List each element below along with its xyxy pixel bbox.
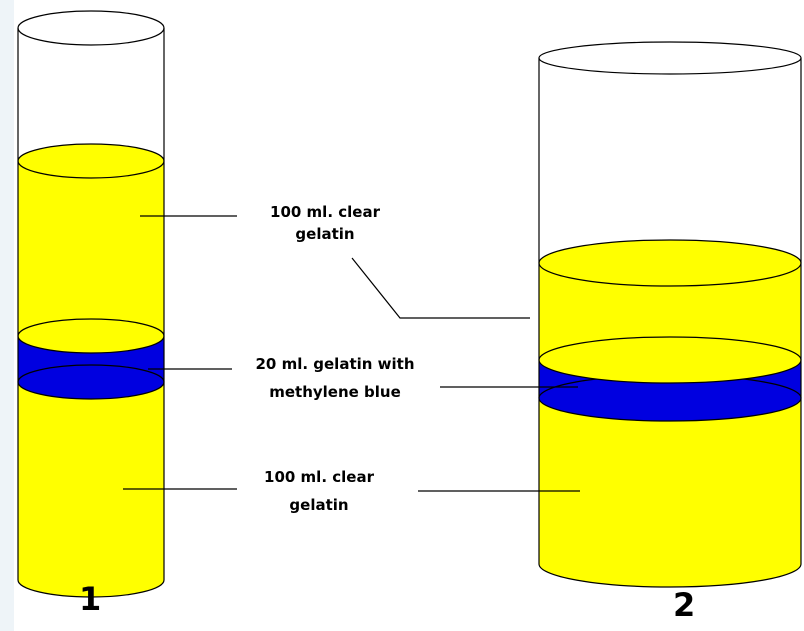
cylinder-1-lower-gelatin	[18, 380, 164, 597]
cylinder-1-blue-top-surface	[17, 318, 165, 354]
label-upper-gelatin-line2: gelatin	[295, 225, 355, 243]
cylinder-1-upper-gelatin	[18, 161, 164, 352]
cylinder-1-bottom	[17, 579, 165, 598]
label-upper-gelatin-line1: 100 ml. clear	[270, 203, 380, 221]
cylinder-2-bottom	[538, 563, 802, 588]
leader-line-upper-right	[351, 257, 530, 319]
cylinder-2-blue-top-surface	[538, 336, 802, 384]
label-blue-layer-line1: 20 ml. gelatin with	[255, 355, 415, 373]
cylinder-2-gelatin-top-surface	[538, 239, 802, 287]
label-upper-gelatin: 100 ml. clear gelatin	[250, 201, 400, 245]
label-blue-layer: 20 ml. gelatin with methylene blue	[240, 353, 430, 403]
cylinder-1-blue-bottom-edge	[17, 364, 165, 400]
cylinder-1-gelatin-top-surface	[17, 143, 165, 179]
label-lower-gelatin-line2: gelatin	[289, 496, 349, 514]
leader-lines	[123, 215, 580, 492]
cylinder-1-number: 1	[79, 580, 102, 618]
label-blue-layer-line2: methylene blue	[269, 383, 401, 401]
label-lower-gelatin: 100 ml. clear gelatin	[244, 466, 394, 516]
cylinder-2-rim	[538, 41, 802, 75]
cylinder-2-number: 2	[673, 586, 696, 624]
cylinder-2	[538, 41, 802, 588]
background-edge	[0, 0, 14, 631]
cylinder-2-lower-gelatin	[539, 398, 801, 587]
cylinder-1	[17, 10, 165, 598]
cylinder-1-rim	[17, 10, 165, 46]
label-lower-gelatin-line1: 100 ml. clear	[264, 468, 374, 486]
